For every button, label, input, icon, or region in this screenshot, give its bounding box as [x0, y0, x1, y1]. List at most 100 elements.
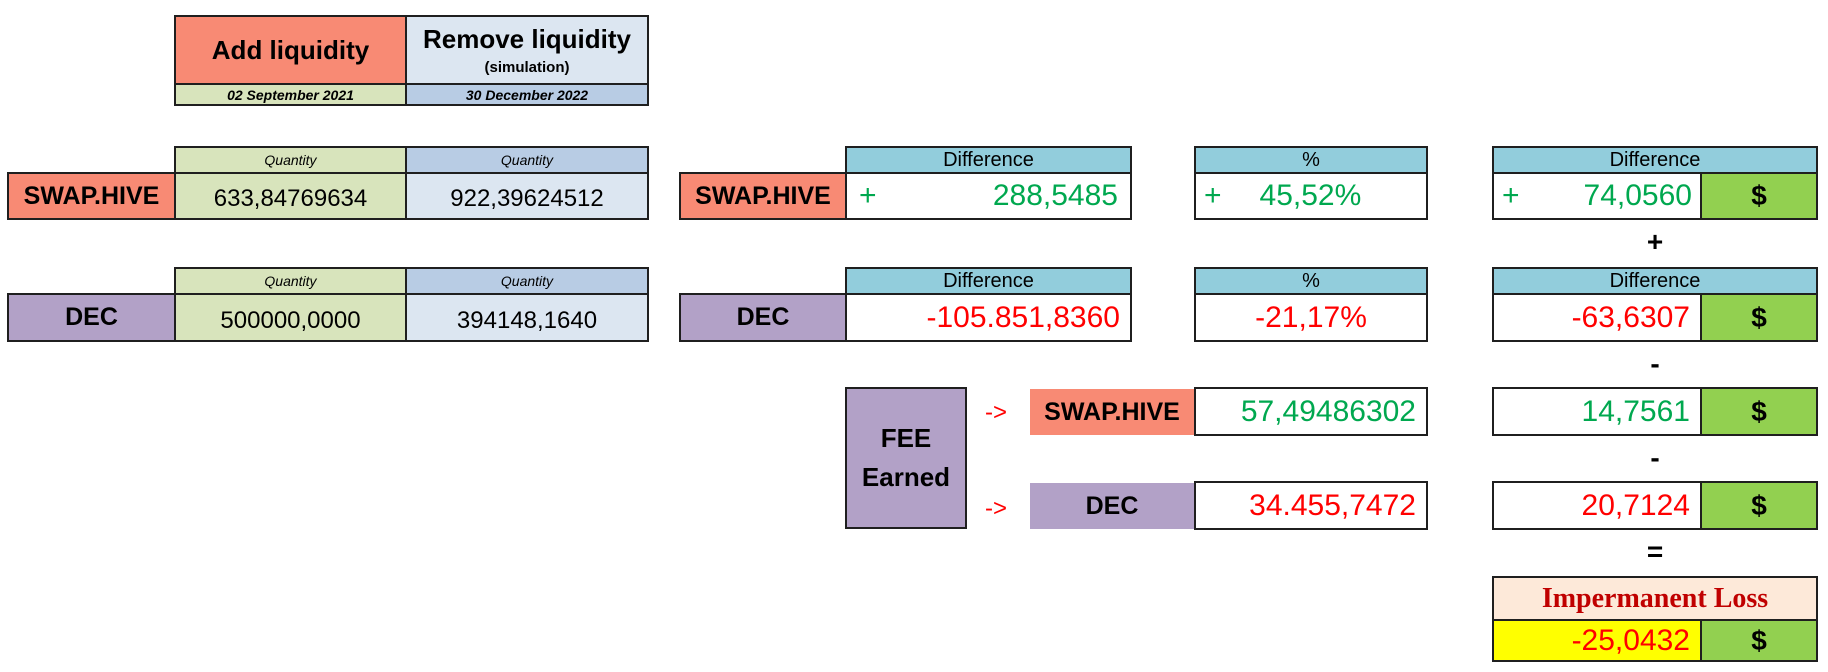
quantity-label: Quantity — [500, 152, 554, 168]
minus-operator-1: - — [1625, 348, 1685, 380]
dec-token-label: DEC — [7, 293, 176, 342]
swap-hive-qty-add-header: Quantity — [174, 146, 407, 174]
dec-percent-value: -21,17% — [1194, 293, 1428, 342]
difference-label: Difference — [943, 148, 1034, 171]
qty-value: 633,84769634 — [213, 185, 368, 212]
currency-symbol: $ — [1751, 624, 1767, 656]
quantity-label: Quantity — [500, 273, 554, 289]
swap-hive-currency: $ — [1700, 172, 1818, 220]
difference-label: Difference — [1609, 148, 1701, 171]
difference-label: Difference — [943, 269, 1034, 292]
fee-swap-hive-arrow: -> — [985, 399, 1007, 427]
impermanent-loss-value: -25,0432 — [1492, 619, 1702, 662]
fee-swap-hive-token-label: SWAP.HIVE — [1030, 389, 1194, 435]
currency-symbol: $ — [1751, 489, 1767, 521]
dec-qty-remove-header: Quantity — [405, 267, 649, 295]
pct-value: -21,17% — [1255, 300, 1367, 334]
quantity-label: Quantity — [264, 273, 317, 289]
usd-value: 14,7561 — [1581, 394, 1690, 428]
minus-operator-2: - — [1625, 442, 1685, 474]
difference-label: Difference — [1609, 269, 1701, 292]
remove-liquidity-header: Remove liquidity (simulation) — [405, 15, 649, 85]
swap-hive-percent-value: + 45,52% — [1194, 172, 1428, 220]
token-name: SWAP.HIVE — [1044, 397, 1180, 426]
token-name: DEC — [65, 303, 118, 331]
add-date-text: 02 September 2021 — [227, 86, 354, 103]
fee-dec-usd-value: 20,7124 — [1492, 481, 1702, 530]
token-name: DEC — [736, 303, 790, 331]
fee-swap-hive-value: 57,49486302 — [1194, 387, 1428, 436]
fee-label-line2: Earned — [861, 462, 951, 492]
impermanent-loss-title: Impermanent Loss — [1492, 576, 1818, 621]
dec-qty-add-header: Quantity — [174, 267, 407, 295]
arrow-text: -> — [985, 399, 1008, 426]
remove-liquidity-sub: (simulation) — [484, 59, 570, 76]
fee-dec-token-label: DEC — [1030, 483, 1194, 529]
fee-value: 34.455,7472 — [1249, 488, 1416, 522]
result-value: -25,0432 — [1571, 623, 1690, 657]
token-name: SWAP.HIVE — [695, 181, 831, 210]
swap-hive-usd-difference-header: Difference — [1492, 146, 1818, 174]
diff-value: -105.851,8360 — [926, 300, 1120, 334]
swap-hive-qty-remove: 922,39624512 — [405, 172, 649, 220]
swap-hive-percent-header: % — [1194, 146, 1428, 174]
swap-hive-difference-value: + 288,5485 — [845, 172, 1132, 220]
remove-date: 30 December 2022 — [405, 83, 649, 106]
qty-value: 922,39624512 — [450, 185, 604, 212]
dec-usd-difference-header: Difference — [1492, 267, 1818, 295]
currency-symbol: $ — [1751, 301, 1767, 333]
currency-symbol: $ — [1751, 180, 1767, 211]
sign: + — [1502, 179, 1520, 212]
fee-swap-hive-currency: $ — [1700, 387, 1818, 436]
dec-diff-token-label: DEC — [679, 293, 847, 342]
plus-operator: + — [1625, 226, 1685, 258]
dec-usd-value: -63,6307 — [1492, 293, 1702, 342]
operator: + — [1646, 226, 1664, 257]
dec-qty-remove: 394148,1640 — [405, 293, 649, 342]
arrow-text: -> — [985, 495, 1008, 522]
swap-hive-usd-value: + 74,0560 — [1492, 172, 1702, 220]
dec-difference-value: -105.851,8360 — [845, 293, 1132, 342]
result-title: Impermanent Loss — [1541, 582, 1769, 614]
fee-dec-currency: $ — [1700, 481, 1818, 530]
swap-hive-qty-remove-header: Quantity — [405, 146, 649, 174]
dec-currency: $ — [1700, 293, 1818, 342]
usd-value: -63,6307 — [1571, 300, 1690, 334]
usd-value: 20,7124 — [1581, 488, 1690, 522]
usd-value: 74,0560 — [1583, 179, 1692, 212]
qty-value: 500000,0000 — [220, 306, 361, 334]
operator: - — [1650, 348, 1660, 379]
percent-label: % — [1302, 148, 1320, 171]
fee-value: 57,49486302 — [1240, 394, 1416, 428]
dec-percent-header: % — [1194, 267, 1428, 295]
swap-hive-difference-header: Difference — [845, 146, 1132, 174]
remove-liquidity-label: Remove liquidity — [422, 24, 632, 54]
dec-qty-add: 500000,0000 — [174, 293, 407, 342]
currency-symbol: $ — [1751, 395, 1767, 427]
fee-earned-label: FEE Earned — [845, 387, 967, 529]
sign: + — [859, 179, 877, 212]
equals-operator: = — [1625, 536, 1685, 568]
operator: - — [1650, 442, 1660, 473]
fee-swap-hive-usd-value: 14,7561 — [1492, 387, 1702, 436]
swap-hive-token-label: SWAP.HIVE — [7, 172, 176, 220]
qty-value: 394148,1640 — [456, 306, 598, 334]
operator: = — [1646, 536, 1664, 567]
percent-label: % — [1302, 269, 1320, 292]
token-name: SWAP.HIVE — [23, 181, 160, 210]
add-liquidity-label: Add liquidity — [211, 34, 370, 65]
sign: + — [1204, 179, 1222, 212]
fee-label-line1: FEE — [880, 423, 932, 453]
swap-hive-qty-add: 633,84769634 — [174, 172, 407, 220]
diff-value: 288,5485 — [992, 179, 1118, 212]
remove-date-text: 30 December 2022 — [465, 86, 589, 103]
impermanent-loss-currency: $ — [1700, 619, 1818, 662]
quantity-label: Quantity — [264, 152, 317, 168]
swap-hive-diff-token-label: SWAP.HIVE — [679, 172, 847, 220]
token-name: DEC — [1085, 491, 1139, 520]
fee-dec-arrow: -> — [985, 495, 1007, 523]
dec-difference-header: Difference — [845, 267, 1132, 295]
add-date: 02 September 2021 — [174, 83, 407, 106]
add-liquidity-header: Add liquidity — [174, 15, 407, 85]
fee-dec-value: 34.455,7472 — [1194, 481, 1428, 530]
